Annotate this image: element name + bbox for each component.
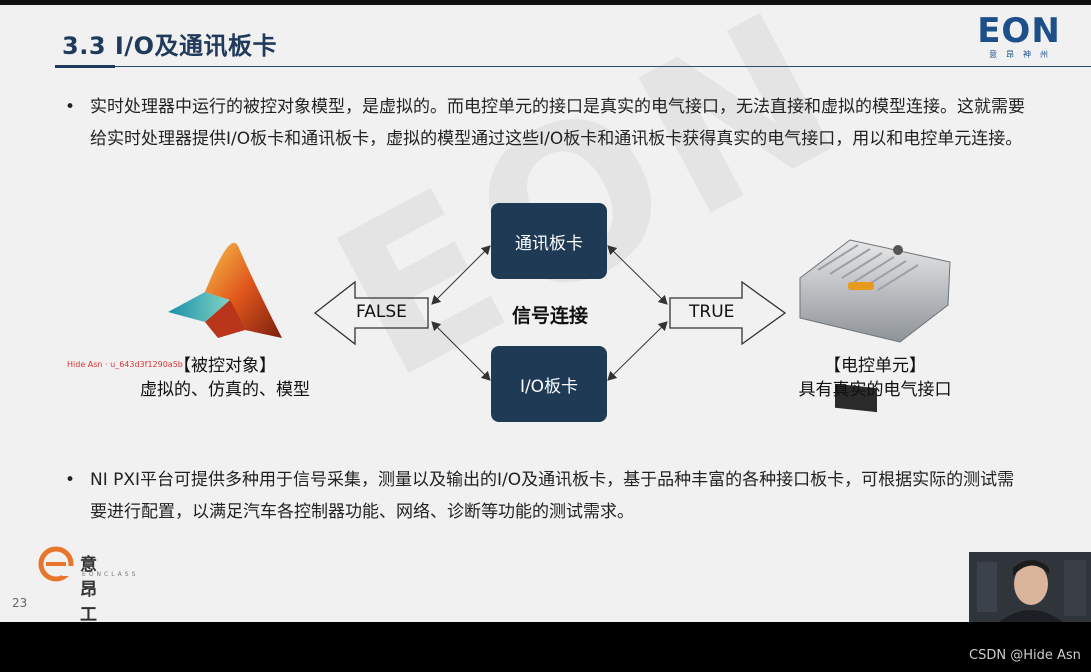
connector-left-top <box>431 245 491 305</box>
title-divider-accent <box>55 65 115 68</box>
csdn-credit: CSDN @Hide Asn <box>969 648 1081 663</box>
ecu-device-icon <box>799 239 951 413</box>
ecu-caption: 【电控单元】 具有真实的电气接口 <box>780 354 970 402</box>
false-label: FALSE <box>356 302 407 322</box>
eon-logo: EON 意昂神州 <box>975 14 1063 60</box>
plant-model-caption-sub: 虚拟的、仿真的、模型 <box>140 380 310 400</box>
connector-left-bottom <box>431 321 491 381</box>
top-bar <box>0 0 1091 5</box>
true-label: TRUE <box>689 302 735 322</box>
presenter-webcam <box>969 552 1091 622</box>
diagram-graphics <box>168 239 951 413</box>
plant-model-caption-title: 【被控对象】 <box>174 356 276 376</box>
matlab-model-icon <box>168 242 282 338</box>
brand-name: 意昂工课 <box>80 555 98 622</box>
true-arrow <box>669 280 787 346</box>
comm-card-box: 通讯板卡 <box>491 203 607 279</box>
ecu-caption-sub: 具有真实的电气接口 <box>798 380 952 400</box>
ecu-caption-title: 【电控单元】 <box>824 356 926 376</box>
overlay-watermark-text: Hide Asn · u_643d3f1290a5b <box>67 360 183 369</box>
page-number: 23 <box>12 596 28 610</box>
logo-word: EON <box>977 11 1061 51</box>
slide-title: 3.3 I/O及通讯板卡 <box>62 32 277 60</box>
bullet-dot: • <box>65 470 76 490</box>
bullet-text: 实时处理器中运行的被控对象模型，是虚拟的。而电控单元的接口是真实的电气接口，无法… <box>90 97 1025 149</box>
slide: 3.3 I/O及通讯板卡 EON 意昂神州 EON • 实时处理器中运行的被控对… <box>0 0 1091 622</box>
plant-model-caption: 【被控对象】 虚拟的、仿真的、模型 <box>125 354 325 402</box>
brand-e-icon <box>38 546 74 582</box>
presenter-avatar-icon <box>969 552 1091 622</box>
false-arrow <box>313 280 429 346</box>
connector-right-bottom <box>607 321 668 381</box>
signal-connection-label: 信号连接 <box>511 305 588 327</box>
title-divider <box>55 66 1091 67</box>
bullet-dot: • <box>65 97 76 117</box>
io-card-box: I/O板卡 <box>491 346 607 422</box>
brand-subtitle: EONCLASS <box>82 571 139 578</box>
bullet-text: NI PXI平台可提供多种用于信号采集，测量以及输出的I/O及通讯板卡，基于品种… <box>90 470 1015 522</box>
connector-right-top <box>607 245 668 305</box>
logo-subtitle: 意昂神州 <box>989 50 1057 59</box>
